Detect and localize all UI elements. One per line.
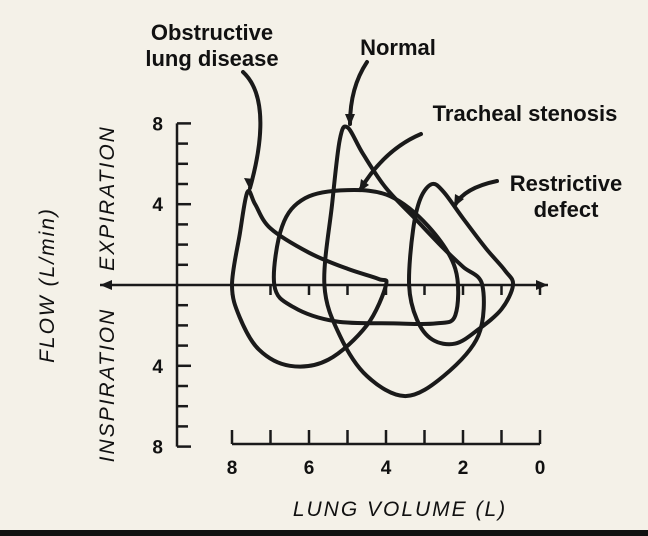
axes: 4 8 4 8 8 6 4 2 0 (100, 114, 548, 479)
leader-arrowhead-tracheal (359, 179, 369, 192)
bottom-border (0, 530, 648, 536)
curves (230, 124, 516, 399)
x-axis-arrow-left (100, 280, 112, 290)
y-tick-label-upper-8: 8 (152, 114, 163, 135)
y-tick-label-lower-4: 4 (152, 357, 163, 378)
label-tracheal-stenosis: Tracheal stenosis (433, 101, 618, 126)
curve-normal (322, 124, 486, 399)
leader-arrowhead-obstructive (244, 178, 254, 190)
leader-obstructive-lung-disease (241, 70, 263, 190)
y-tick-label-upper-4: 4 (152, 195, 163, 216)
x-tick-label-2: 2 (458, 458, 469, 479)
y-axis-label-lower: INSPIRATION (96, 308, 119, 463)
y-tick-label-lower-8: 8 (152, 438, 163, 459)
label-normal: Normal (360, 35, 436, 60)
leader-restrictive-defect (453, 179, 499, 207)
x-axis-arrow-right (536, 280, 548, 290)
curve-obstructive-lung-disease (230, 188, 389, 369)
leader-arrowhead-restrictive (454, 194, 464, 207)
leader-arrowhead-normal (345, 114, 355, 126)
x-tick-label-6: 6 (304, 458, 315, 479)
y-axis-label-upper: EXPIRATION (96, 125, 119, 271)
x-axis-label: LUNG VOLUME (L) (293, 498, 507, 521)
curve-restrictive-defect (407, 181, 516, 347)
x-tick-label-0: 0 (535, 458, 546, 479)
x-tick-label-8: 8 (227, 458, 238, 479)
y-axis-label: FLOW (L/min) (36, 207, 59, 363)
curve-tracheal-stenosis (271, 187, 461, 327)
x-tick-label-4: 4 (381, 458, 392, 479)
